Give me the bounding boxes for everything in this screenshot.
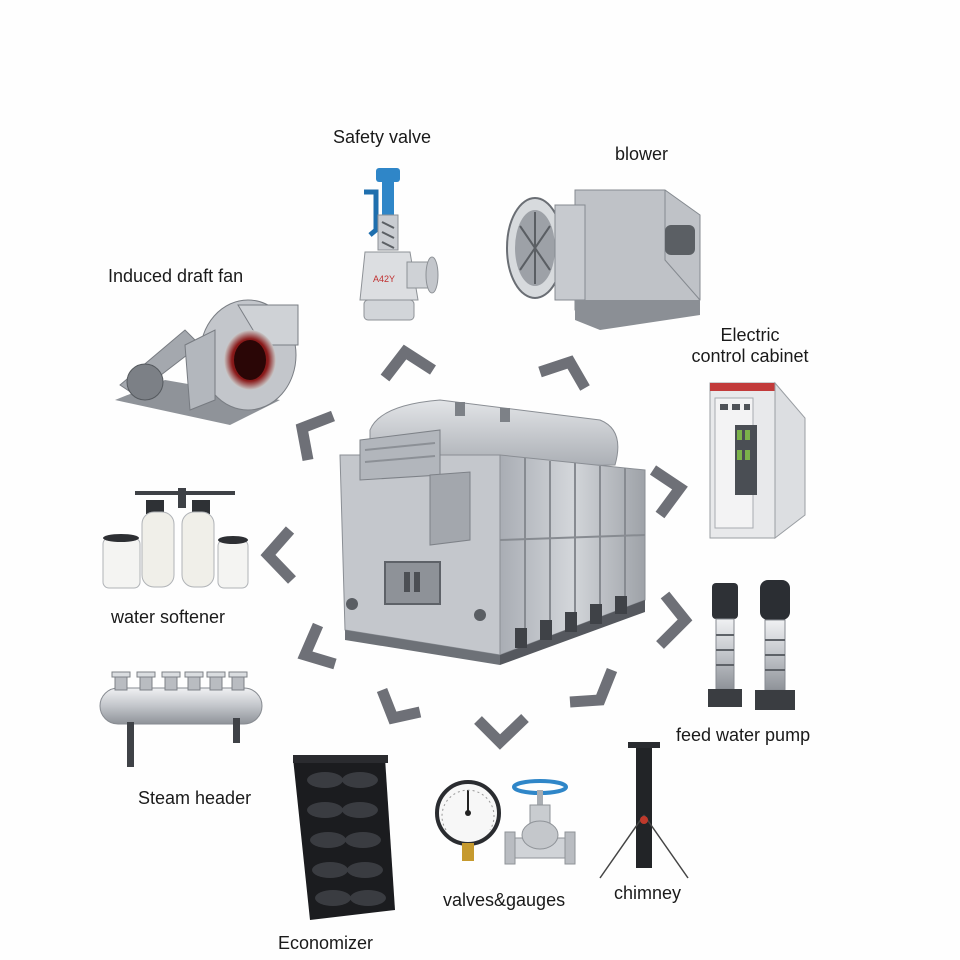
label-blower: blower [615, 144, 669, 164]
blower-illustration [506, 189, 701, 330]
economizer-illustration [293, 755, 395, 920]
safety-valve-illustration: A42Y [359, 168, 439, 321]
induced-draft-fan-illustration [115, 299, 299, 425]
steam-header-illustration [99, 671, 263, 767]
arrow-to-header [297, 622, 337, 670]
label-electric-cabinet-line1: Electric [720, 325, 780, 345]
valve-nameplate: A42Y [373, 274, 395, 284]
arrow-to-softener [260, 526, 296, 584]
arrow-to-blower [538, 355, 590, 391]
label-chimney: chimney [614, 883, 682, 903]
label-electric-cabinet: Electric control cabinet [680, 325, 820, 367]
label-feed-water-pump: feed water pump [676, 725, 811, 745]
arrow-to-valves [474, 714, 529, 750]
arrow-to-cabinet [649, 465, 688, 519]
arrow-to-safety-valve [380, 344, 436, 382]
valves-gauges-illustration [435, 779, 576, 865]
arrow-to-induced-fan [295, 410, 335, 462]
water-softener-illustration [102, 488, 249, 589]
arrow-chevrons [260, 344, 693, 750]
label-induced-draft-fan: Induced draft fan [108, 266, 244, 286]
label-steam-header: Steam header [138, 788, 252, 808]
arrow-to-economizer [376, 687, 422, 725]
label-water-softener: water softener [111, 607, 226, 627]
arrow-to-chimney [569, 667, 618, 708]
label-valves-gauges: valves&gauges [443, 890, 566, 910]
control-cabinet-illustration [709, 381, 806, 540]
label-electric-cabinet-line2: control cabinet [691, 346, 809, 366]
chimney-illustration [599, 742, 689, 879]
label-economizer: Economizer [278, 933, 374, 953]
central-boiler [339, 399, 646, 665]
label-safety-valve: Safety valve [333, 127, 432, 147]
arrow-to-pump [656, 591, 693, 649]
feed-water-pump-illustration [708, 580, 795, 710]
